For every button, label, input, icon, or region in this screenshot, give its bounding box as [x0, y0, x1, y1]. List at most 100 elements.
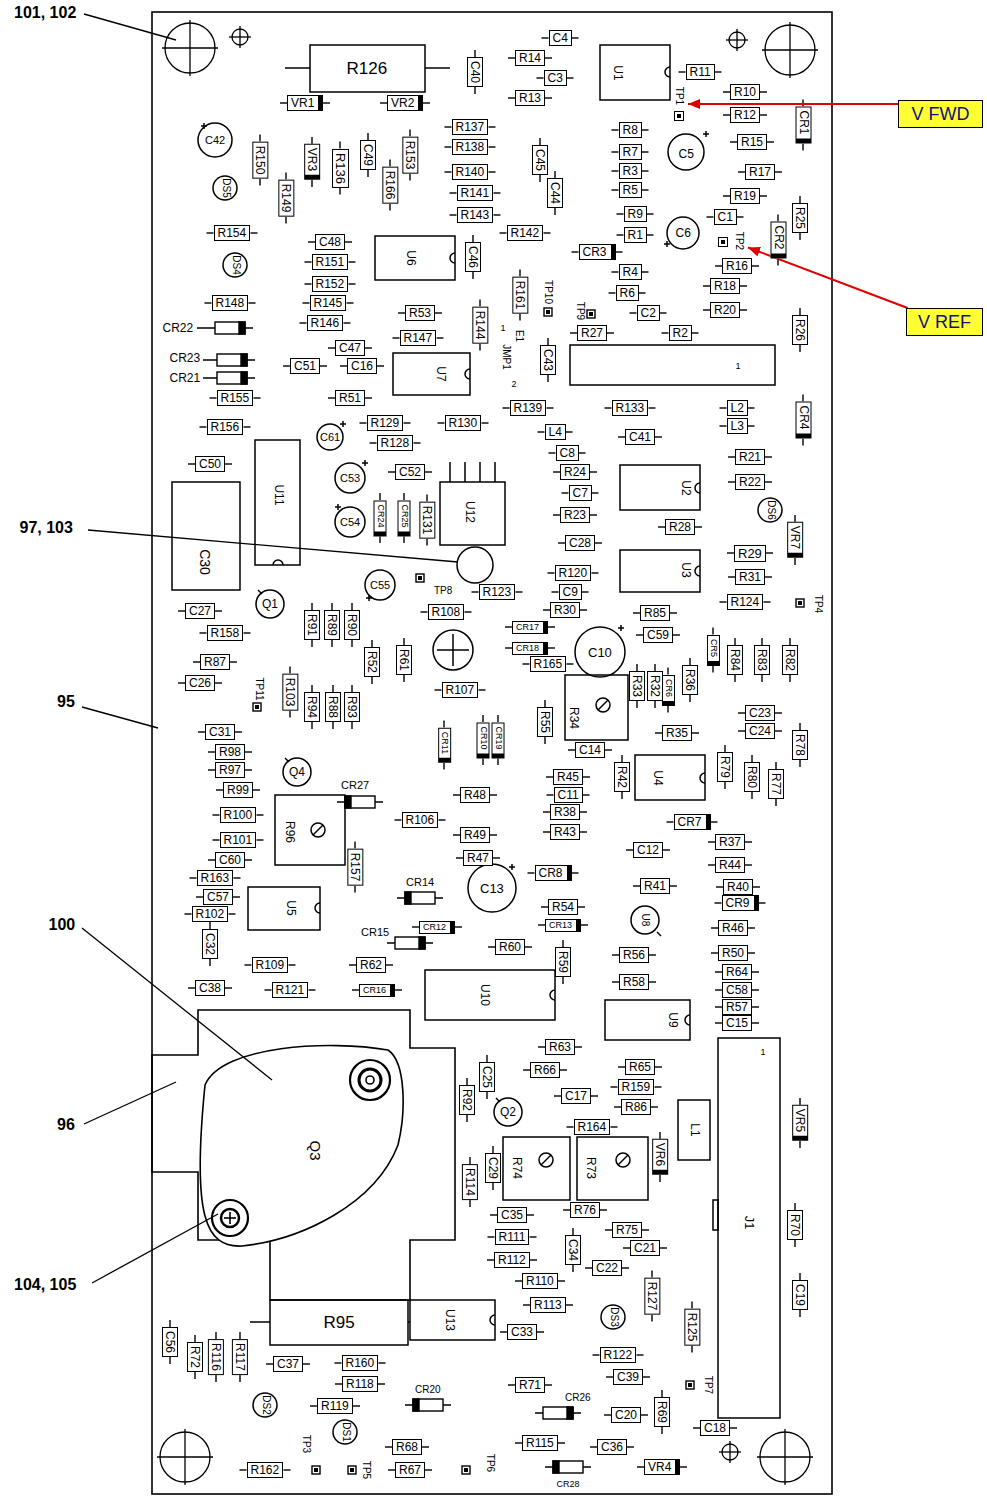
component-lead: [728, 576, 735, 577]
board-graphic: [565, 675, 628, 740]
component-lead: [213, 839, 220, 840]
component-designator: R124: [727, 594, 764, 610]
board-graphic: [440, 482, 505, 545]
component-lead: [605, 749, 612, 750]
component-lead: [727, 552, 734, 553]
board-graphic: [437, 649, 469, 651]
component-lead: [208, 769, 215, 770]
component-lead: [673, 634, 680, 635]
component-lead: [716, 886, 723, 887]
component-designator: R69: [654, 1397, 670, 1427]
component-lead: [724, 745, 725, 752]
component-lead: [761, 638, 762, 645]
component-designator: CR1: [795, 106, 811, 143]
component-lead: [508, 1384, 515, 1385]
component-lead: [715, 71, 722, 72]
component-designator: U12: [464, 501, 476, 523]
board-graphic: [450, 253, 455, 263]
component-designator: R155: [217, 390, 254, 406]
component-lead: [549, 452, 556, 453]
component-lead: [562, 940, 563, 947]
component-designator: R43: [550, 824, 580, 840]
component-lead: [692, 732, 699, 733]
signal-callout-box: V REF: [906, 308, 983, 336]
component-lead: [765, 576, 772, 577]
board-graphic: [366, 595, 372, 601]
component-lead: [554, 1095, 561, 1096]
component-lead: [537, 1331, 544, 1332]
component-lead: [215, 682, 222, 683]
component-designator: R119: [317, 1398, 353, 1414]
component-lead: [667, 668, 668, 675]
board-graphic: [695, 566, 700, 576]
component-lead: [799, 723, 800, 730]
component-lead: [609, 292, 616, 293]
component-lead: [188, 987, 195, 988]
component-designator: R55: [537, 707, 553, 737]
component-lead: [607, 332, 614, 333]
component-designator: C9: [559, 584, 582, 600]
component-lead: [728, 456, 735, 457]
component-lead: [658, 526, 665, 527]
component-lead: [311, 685, 312, 692]
component-designator: CR28: [557, 1480, 580, 1489]
board-graphic: [275, 795, 345, 865]
component-designator: CR11: [438, 727, 451, 762]
component-designator: C13: [480, 882, 504, 895]
component-lead: [453, 794, 460, 795]
component-designator: R13: [515, 90, 545, 106]
component-lead: [194, 1372, 195, 1379]
component-lead: [789, 675, 790, 682]
component-lead: [412, 926, 419, 927]
component-lead: [641, 1414, 648, 1415]
component-lead: [612, 189, 619, 190]
board-graphic: [575, 627, 625, 677]
component-designator: R126: [347, 60, 388, 77]
component-designator: U2: [679, 480, 691, 495]
component-designator: C26: [185, 675, 215, 691]
component-lead: [578, 906, 585, 907]
component-designator: VR6: [652, 1139, 668, 1175]
board-graphic: [285, 758, 289, 762]
component-designator: R110: [522, 1273, 558, 1289]
component-designator: U3: [679, 562, 691, 577]
component-designator: TP8: [434, 586, 452, 596]
component-lead: [582, 591, 589, 592]
component-designator: R32: [647, 671, 663, 701]
component-designator: C56: [162, 1327, 178, 1357]
component-lead: [580, 831, 587, 832]
component-lead: [554, 171, 555, 178]
board-graphic: [596, 698, 610, 712]
board-graphic: [490, 1315, 495, 1325]
component-designator: R161: [512, 277, 528, 314]
board-graphic: [250, 1321, 270, 1323]
component-lead: [647, 234, 654, 235]
component-lead: [661, 1427, 662, 1434]
component-designator: CR8: [535, 865, 572, 881]
component-designator: R74: [511, 1157, 523, 1179]
component-lead: [488, 946, 495, 947]
component-lead: [169, 1320, 170, 1327]
component-designator: CR24: [374, 500, 387, 536]
component-lead: [409, 130, 410, 137]
electrolytic-capacitors: [198, 123, 709, 912]
component-lead: [730, 1427, 737, 1428]
component-lead: [445, 171, 452, 172]
test-point-label: TP1: [674, 87, 684, 105]
component-lead: [257, 839, 264, 840]
component-lead: [438, 422, 445, 423]
component-lead: [472, 272, 473, 279]
component-designator: R91: [304, 610, 320, 640]
component-lead: [759, 902, 766, 903]
component-lead: [621, 792, 622, 799]
component-lead: [190, 877, 197, 878]
component-designator: R140: [452, 164, 489, 180]
component-lead: [794, 558, 795, 565]
component-lead: [339, 188, 340, 195]
component-designator: R27: [577, 325, 607, 341]
board-graphic: [162, 47, 218, 48]
component-designator: R35: [662, 725, 692, 741]
component-designator: R127: [644, 1278, 660, 1315]
component-designator: C12: [633, 842, 663, 858]
component-lead: [538, 924, 545, 925]
